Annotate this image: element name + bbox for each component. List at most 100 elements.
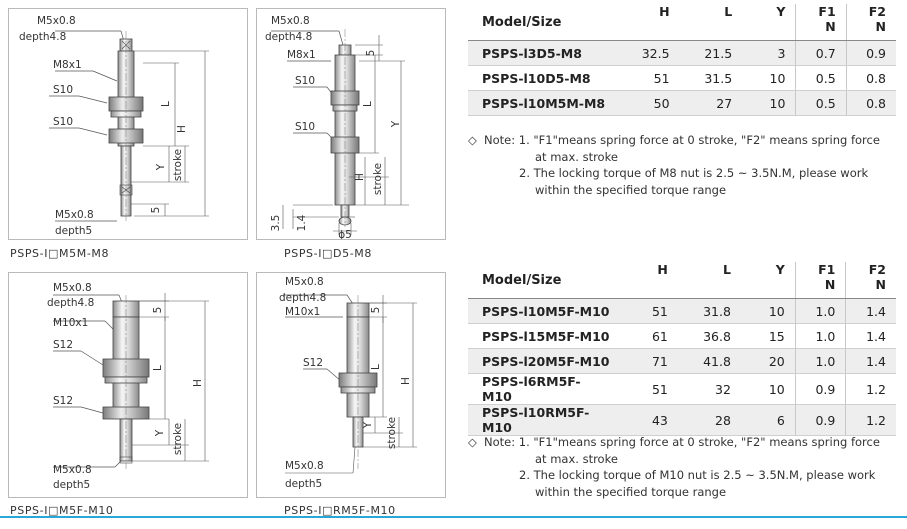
cell-f2: 1.2 xyxy=(845,373,896,405)
cell-model: PSPS-l20M5F-M10 xyxy=(468,348,620,374)
nut-lower-label: S10 xyxy=(53,116,73,128)
header-y: Y xyxy=(742,4,796,41)
cell-l: 32 xyxy=(677,373,741,405)
tip-depth-label: depth4.8 xyxy=(279,292,326,304)
note-line: 2. The locking torque of M10 nut is 2.5 … xyxy=(519,468,876,482)
cell-h: 43 xyxy=(619,404,678,436)
accent-divider xyxy=(0,516,907,518)
drawing-caption: PSPS-I□M5M-M8 xyxy=(10,247,110,260)
header-l: L xyxy=(677,262,741,299)
tip-thread-label: M5x0.8 xyxy=(271,15,310,27)
cell-y: 10 xyxy=(742,65,796,91)
drawing-caption: PSPS-I□RM5F-M10 xyxy=(284,504,396,517)
dim-h-label: H xyxy=(176,125,188,133)
dim-stroke-label: stroke xyxy=(386,417,398,449)
spring-plunger-drawing: H L Y stroke 5 M5x0.8 depth4.8 M8x1 S10 … xyxy=(19,15,209,237)
cell-model: PSPS-l15M5F-M10 xyxy=(468,323,620,349)
table-row: PSPS-l10D5-M8 51 31.5 10 0.5 0.8 xyxy=(468,65,896,91)
body-thread-label: M8x1 xyxy=(287,49,316,61)
table-row: PSPS-l15M5F-M10 61 36.8 15 1.0 1.4 xyxy=(468,323,896,349)
note-m8: ◇ Note: 1. "F1"means spring force at 0 st… xyxy=(468,132,898,198)
bottom-depth-label: depth5 xyxy=(55,225,92,237)
dim-l-label: L xyxy=(370,364,382,370)
dim-1-4-label: 1.4 xyxy=(296,214,308,231)
note-line: within the specified torque range xyxy=(535,484,727,499)
drawing-panel-d5: 5 L Y H stroke 3.5 1.4 ϕ5 M5x0.8 depth4.… xyxy=(256,8,446,241)
drawing-caption: PSPS-I□D5-M8 xyxy=(284,247,372,260)
note-line: at max. stroke xyxy=(535,451,618,466)
nut-upper-label: S10 xyxy=(53,84,73,96)
spring-plunger-drawing: 5 L H Y stroke M5x0.8 depth4.8 M10x1 S12… xyxy=(47,282,209,491)
bottom-depth-label: depth5 xyxy=(285,478,322,490)
cell-l: 31.5 xyxy=(679,65,743,91)
dim-stroke-label: stroke xyxy=(172,423,184,455)
dim-h-label: H xyxy=(354,173,366,181)
cell-f2: 0.8 xyxy=(845,65,896,91)
bottom-thread-label: M5x0.8 xyxy=(53,464,92,476)
dim-3-5-label: 3.5 xyxy=(270,215,282,232)
cell-h: 32.5 xyxy=(618,40,680,66)
dim-5-label: 5 xyxy=(150,207,162,214)
dim-l-label: L xyxy=(152,365,164,371)
cell-h: 51 xyxy=(618,65,680,91)
drawing-panel-m10-female: 5 L H Y stroke M5x0.8 depth4.8 M10x1 S12… xyxy=(8,272,248,498)
table-row: PSPS-l10M5M-M8 50 27 10 0.5 0.8 xyxy=(468,90,896,116)
cell-f1: 1.0 xyxy=(794,323,846,349)
tip-depth-label: depth4.8 xyxy=(265,31,312,43)
dim-y-label: Y xyxy=(155,163,167,171)
drawing-panel-m8-male: H L Y stroke 5 M5x0.8 depth4.8 M8x1 S10 … xyxy=(8,8,248,240)
nut-upper-label: S10 xyxy=(295,75,315,87)
tip-thread-label: M5x0.8 xyxy=(285,276,324,288)
dim-h-label: H xyxy=(192,379,204,387)
cell-l: 21.5 xyxy=(679,40,743,66)
cell-y: 10 xyxy=(740,373,796,405)
table-row: PSPS-l10RM5F-M10 43 28 6 0.9 1.2 xyxy=(468,404,896,436)
tip-thread-label: M5x0.8 xyxy=(53,282,92,294)
dim-y-label: Y xyxy=(154,429,166,437)
cell-f1: 1.0 xyxy=(794,348,846,374)
note-m10: ◇ Note: 1. "F1"means spring force at 0 st… xyxy=(468,434,898,500)
cell-f2: 1.4 xyxy=(845,298,896,324)
tip-depth-label: depth4.8 xyxy=(47,297,94,309)
drawing-caption: PSPS-I□M5F-M10 xyxy=(10,504,114,517)
cell-y: 6 xyxy=(740,404,796,436)
cell-model: PSPS-l10D5-M8 xyxy=(468,65,619,91)
tip-thread-label: M5x0.8 xyxy=(37,15,76,27)
table-row: PSPS-l20M5F-M10 71 41.8 20 1.0 1.4 xyxy=(468,348,896,374)
header-h: H xyxy=(619,262,678,299)
diamond-icon: ◇ xyxy=(468,133,477,147)
cell-model: PSPS-l10M5M-M8 xyxy=(468,90,619,116)
cell-f1: 0.5 xyxy=(795,65,847,91)
note-line: Note: 1. "F1"means spring force at 0 str… xyxy=(484,435,880,449)
dim-5-label: 5 xyxy=(370,307,382,314)
cell-y: 15 xyxy=(740,323,796,349)
dim-5-label: 5 xyxy=(152,307,164,314)
cell-h: 61 xyxy=(619,323,678,349)
bottom-thread-label: M5x0.8 xyxy=(55,209,94,221)
note-line: 2. The locking torque of M8 nut is 2.5 ~… xyxy=(519,166,869,180)
header-model: Model/Size xyxy=(468,4,619,41)
body-thread-label: M10x1 xyxy=(285,306,320,318)
dim-l-label: L xyxy=(160,101,172,107)
bottom-depth-label: depth5 xyxy=(53,479,90,491)
spring-plunger-drawing: 5 L Y H stroke 3.5 1.4 ϕ5 M5x0.8 depth4.… xyxy=(265,15,409,241)
cell-f2: 1.4 xyxy=(845,323,896,349)
note-line: Note: 1. "F1"means spring force at 0 str… xyxy=(484,133,880,147)
cell-f1: 0.9 xyxy=(794,373,846,405)
cell-y: 10 xyxy=(740,298,796,324)
nut-label: S12 xyxy=(303,357,323,369)
cell-f1: 0.9 xyxy=(794,404,846,436)
bottom-thread-label: M5x0.8 xyxy=(285,460,324,472)
cell-l: 31.8 xyxy=(677,298,741,324)
dim-y-label: Y xyxy=(362,421,374,429)
dim-phi5-label: ϕ5 xyxy=(338,229,352,239)
header-l: L xyxy=(679,4,743,41)
diamond-icon: ◇ xyxy=(468,435,477,449)
dim-stroke-label: stroke xyxy=(372,163,384,195)
dim-h-label: H xyxy=(400,377,412,385)
